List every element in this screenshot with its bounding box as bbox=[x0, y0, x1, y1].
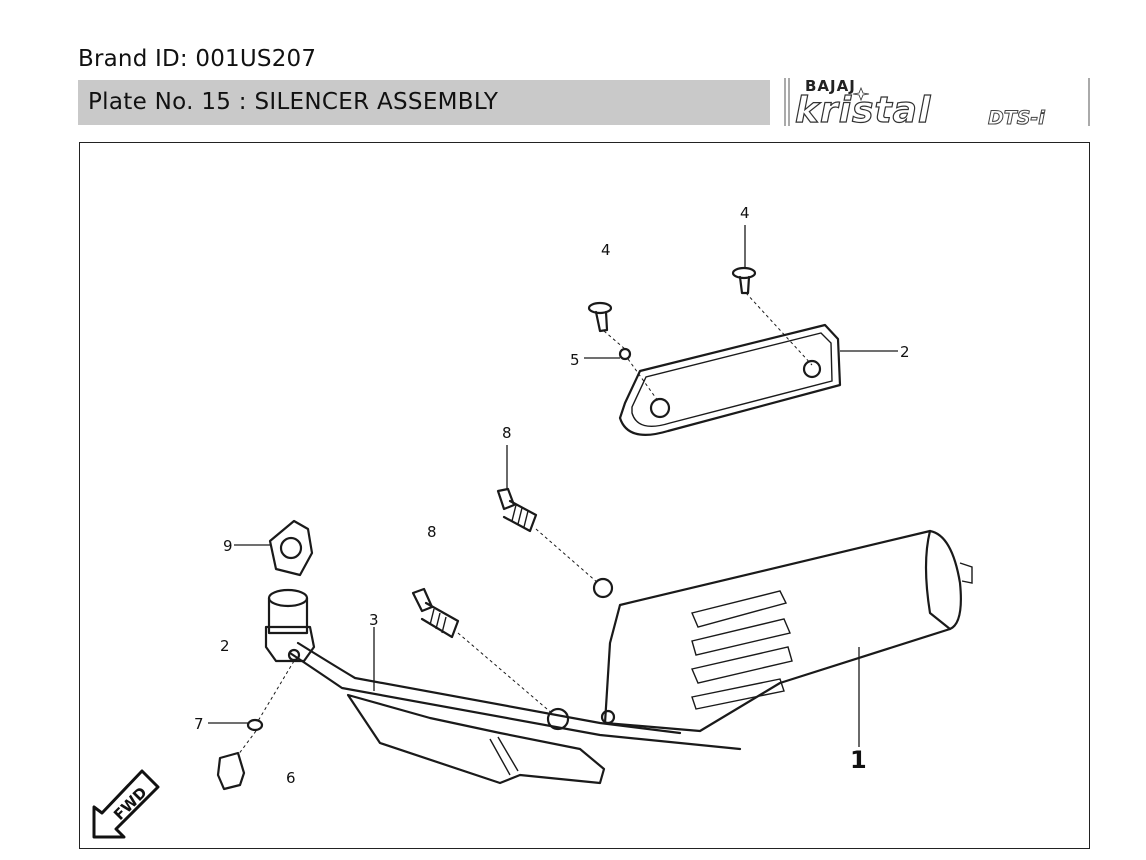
screw-left bbox=[587, 301, 632, 361]
silencer-body bbox=[546, 529, 973, 733]
callout-5: 5 bbox=[570, 351, 580, 369]
washer bbox=[246, 718, 264, 732]
logo-variant: DTS-i bbox=[988, 107, 1045, 128]
callout-1: 1 bbox=[850, 746, 867, 774]
callout-6: 6 bbox=[286, 769, 296, 787]
fwd-arrow-icon: FWD bbox=[92, 769, 160, 839]
logo-maker: BAJAJ bbox=[805, 77, 856, 95]
callout-2-heat-shield: 2 bbox=[900, 343, 910, 361]
parts-diagram: 4 4 2 5 8 8 9 3 2 7 6 1 FWD bbox=[79, 142, 1090, 849]
callout-9: 9 bbox=[223, 537, 233, 555]
nut bbox=[216, 751, 246, 791]
heat-shield bbox=[618, 323, 842, 436]
exhaust-collar bbox=[264, 588, 316, 663]
bajaj-kristal-logo: BAJAJ kristal DTS-i bbox=[784, 77, 1090, 128]
exhaust-pipe bbox=[288, 641, 742, 785]
bolt-lower bbox=[411, 587, 460, 639]
callout-8-top: 8 bbox=[502, 424, 512, 442]
logo-model: kristal bbox=[795, 90, 931, 128]
plate-title: Plate No. 15 : SILENCER ASSEMBLY bbox=[88, 89, 499, 115]
callout-4-top: 4 bbox=[740, 204, 750, 222]
callout-3: 3 bbox=[369, 611, 379, 629]
callout-8-left: 8 bbox=[427, 523, 437, 541]
brand-id: Brand ID: 001US207 bbox=[78, 46, 317, 72]
gasket-flange bbox=[268, 519, 314, 577]
callout-2-left: 2 bbox=[220, 637, 230, 655]
callout-7: 7 bbox=[194, 715, 204, 733]
callout-4-left: 4 bbox=[601, 241, 611, 259]
plate-title-bar: Plate No. 15 : SILENCER ASSEMBLY bbox=[78, 80, 770, 125]
screw-right bbox=[731, 266, 757, 295]
logo-star-icon bbox=[852, 86, 870, 102]
bolt-upper bbox=[496, 487, 538, 533]
